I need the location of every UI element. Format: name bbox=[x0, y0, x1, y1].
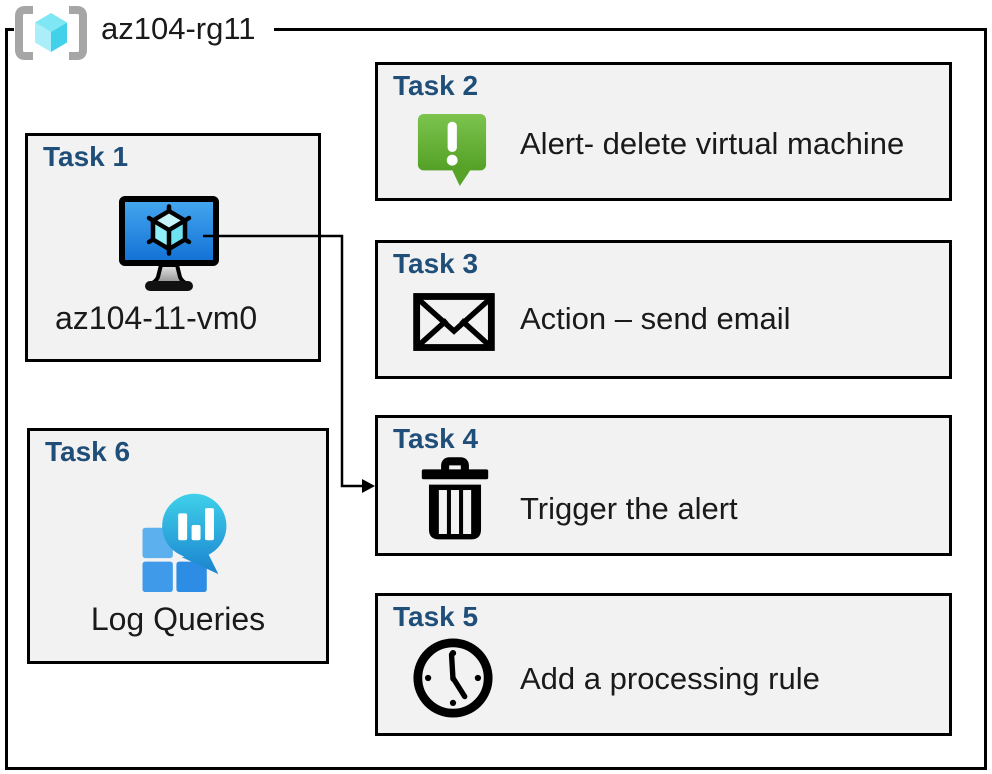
task-label: Add a processing rule bbox=[520, 661, 820, 696]
task-box-1: Task 1 bbox=[25, 133, 321, 362]
email-icon bbox=[413, 291, 495, 353]
task-label: Trigger the alert bbox=[520, 491, 738, 526]
frame-label-gap bbox=[14, 26, 274, 35]
task-title: Task 1 bbox=[43, 141, 129, 172]
resource-group-icon bbox=[15, 6, 87, 60]
resource-group-label: az104-rg11 bbox=[101, 11, 256, 46]
task-title: Task 6 bbox=[45, 436, 131, 467]
task-title: Task 4 bbox=[393, 423, 479, 454]
task-label: az104-11-vm0 bbox=[55, 300, 258, 336]
task-box-4: Task 4 Trigger the alert bbox=[375, 415, 952, 556]
task-box-2: Task 2 Alert- delete virtual machine bbox=[375, 62, 952, 201]
task-title: Task 5 bbox=[393, 601, 479, 632]
task-box-5: Task 5 Add a processing rule bbox=[375, 593, 952, 736]
task-label: Alert- delete virtual machine bbox=[520, 126, 905, 161]
log-queries-icon bbox=[130, 485, 230, 599]
clock-icon bbox=[411, 636, 495, 720]
alert-icon bbox=[415, 109, 489, 189]
task-label: Action – send email bbox=[520, 301, 791, 336]
virtual-machine-icon bbox=[116, 194, 222, 294]
task-box-3: Task 3 Action – send email bbox=[375, 240, 952, 379]
task-box-6: Task 6 Log Queries bbox=[27, 428, 329, 664]
task-label: Log Queries bbox=[90, 601, 266, 637]
task-title: Task 2 bbox=[393, 70, 479, 101]
trash-icon bbox=[420, 451, 490, 547]
task-title: Task 3 bbox=[393, 248, 479, 279]
